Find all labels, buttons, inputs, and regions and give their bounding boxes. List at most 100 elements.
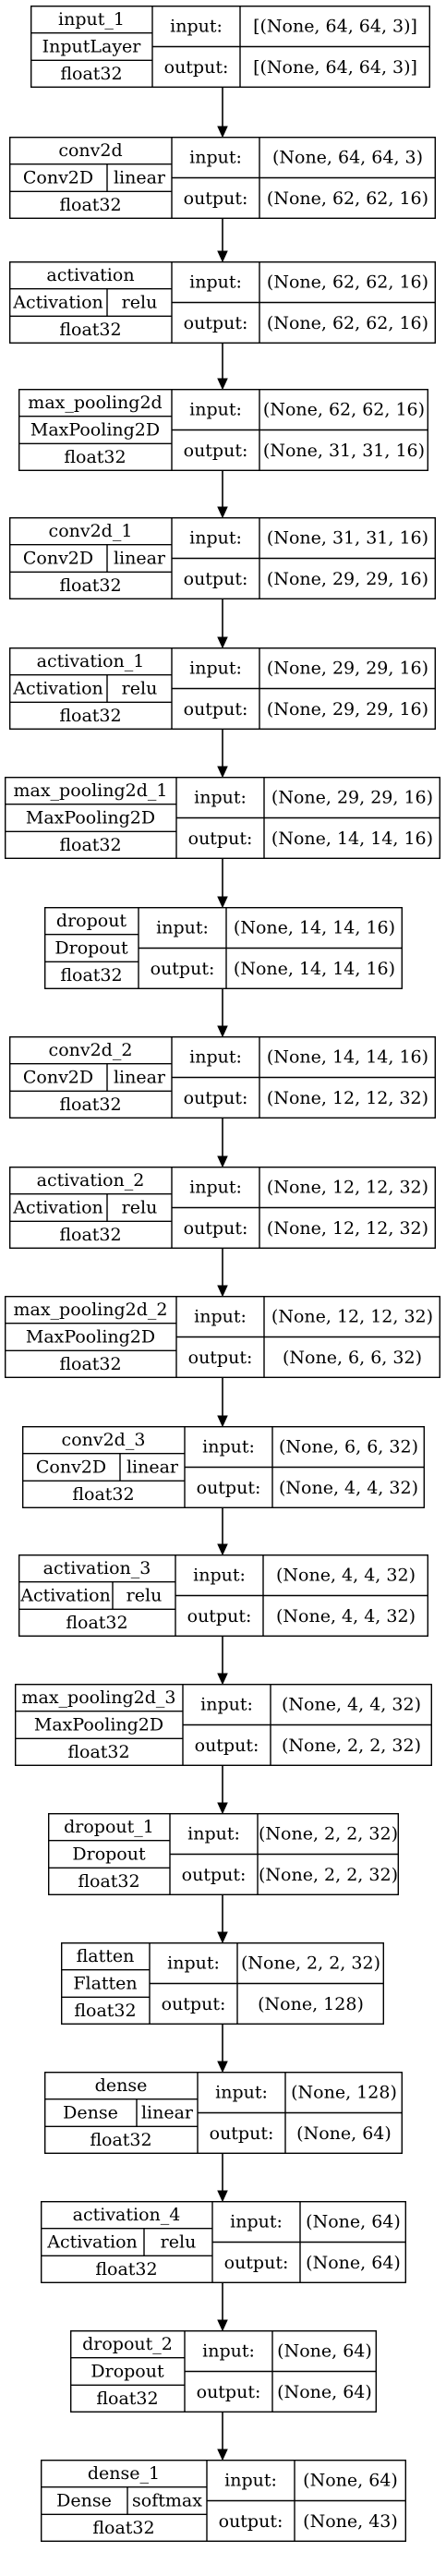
edge-arrow [217, 599, 228, 649]
edge-arrow [217, 1766, 228, 1815]
layer-activation: linear [127, 1457, 179, 1478]
layer-activation: relu [122, 679, 158, 699]
layer-name: dropout_1 [64, 1817, 154, 1837]
output-shape: (None, 14, 14, 16) [234, 959, 395, 979]
layer-type: Dense [56, 2491, 112, 2511]
layer-name: max_pooling2d_1 [14, 780, 168, 801]
output-port-label: output: [219, 2511, 283, 2532]
edge-arrow [217, 2283, 228, 2332]
output-shape: (None, 2, 2, 32) [282, 1735, 421, 1756]
layer-dtype: float32 [59, 1354, 121, 1374]
layer-type: MaxPooling2D [26, 1327, 155, 1348]
layer-dtype: float32 [59, 835, 121, 855]
output-shape: (None, 14, 14, 16) [271, 828, 433, 849]
layer-box: max_pooling2dMaxPooling2Dfloat32input:ou… [18, 388, 429, 471]
input-shape: (None, 2, 2, 32) [259, 1823, 398, 1844]
layer-name: dense [95, 2075, 148, 2096]
edge-arrow [217, 989, 228, 1038]
input-shape: (None, 62, 62, 16) [267, 272, 428, 292]
layer-type: Flatten [73, 1974, 137, 1994]
output-shape: (None, 64) [296, 2123, 392, 2144]
layer-activation: relu [122, 293, 158, 313]
layer-activation: linear [141, 2103, 194, 2123]
output-shape: (None, 12, 12, 32) [267, 1088, 428, 1108]
layer-dtype: float32 [67, 1742, 129, 1762]
layer-box: input_1InputLayerfloat32input:output:[(N… [30, 5, 431, 88]
layer-name: activation_3 [43, 1558, 151, 1578]
layer-activation: linear [114, 549, 166, 569]
output-port-label: output: [224, 2253, 289, 2273]
input-port-label: input: [194, 1306, 247, 1326]
input-port-label: input: [194, 787, 247, 807]
layer-name: max_pooling2d [28, 393, 162, 413]
layer-activation: linear [114, 168, 166, 188]
edge-arrow [217, 344, 228, 391]
layer-dtype: float32 [64, 447, 126, 467]
layer-dtype: float32 [90, 2130, 151, 2150]
output-port-label: output: [164, 57, 229, 78]
layer-name: max_pooling2d_2 [14, 1300, 168, 1320]
layer-activation: relu [127, 1586, 163, 1606]
input-shape: (None, 14, 14, 16) [267, 1046, 428, 1067]
output-port-label: output: [188, 828, 253, 849]
output-port-label: output: [184, 569, 248, 589]
input-shape: (None, 4, 4, 32) [282, 1694, 421, 1714]
layer-activation: softmax [132, 2491, 202, 2511]
output-shape: (None, 12, 12, 32) [267, 1218, 428, 1239]
edge-arrow [217, 1119, 228, 1168]
output-port-label: output: [210, 2123, 274, 2144]
layer-type: Activation [46, 2232, 138, 2253]
layer-type: InputLayer [42, 37, 142, 57]
output-shape: (None, 64) [277, 2382, 372, 2402]
layer-name: activation [46, 265, 134, 285]
layer-box: dropout_1Dropoutfloat32input:output:(Non… [47, 1812, 400, 1895]
output-port-label: output: [197, 1478, 261, 1498]
input-port-label: input: [215, 2082, 268, 2102]
input-port-label: input: [202, 1436, 255, 1457]
input-shape: (None, 64) [303, 2470, 398, 2490]
output-shape: (None, 4, 4, 32) [276, 1606, 416, 1627]
layer-type: Conv2D [23, 168, 93, 188]
input-shape: (None, 12, 12, 32) [271, 1306, 433, 1326]
output-port-label: output: [184, 1218, 248, 1239]
input-shape: (None, 31, 31, 16) [267, 527, 428, 548]
layer-name: activation_2 [37, 1170, 145, 1191]
output-port-label: output: [184, 699, 248, 720]
edge-arrow [217, 1637, 228, 1686]
layer-type: Activation [12, 1198, 103, 1218]
layer-box: flattenFlattenfloat32input:output:(None,… [60, 1941, 385, 2025]
layer-dtype: float32 [74, 2001, 136, 2021]
layer-type: MaxPooling2D [34, 1715, 163, 1735]
layer-box: dropoutDropoutfloat32input:output:(None,… [43, 906, 404, 989]
output-shape: (None, 31, 31, 16) [263, 441, 425, 461]
edge-arrow [217, 1895, 228, 1944]
input-port-label: input: [189, 272, 242, 292]
input-shape: [(None, 64, 64, 3)] [253, 16, 417, 36]
input-port-label: input: [170, 16, 223, 36]
output-port-label: output: [182, 1865, 247, 1885]
edge-arrow [217, 2025, 228, 2074]
layer-type: Conv2D [23, 549, 93, 569]
output-shape: (None, 43) [303, 2511, 398, 2532]
input-port-label: input: [224, 2470, 277, 2490]
input-shape: (None, 64) [277, 2340, 372, 2361]
output-port-label: output: [197, 2382, 261, 2402]
output-port-label: output: [187, 1606, 252, 1627]
input-shape: (None, 64) [306, 2211, 401, 2231]
input-port-label: input: [200, 1694, 253, 1714]
layer-dtype: float32 [59, 195, 121, 215]
layer-name: activation_1 [37, 651, 145, 671]
